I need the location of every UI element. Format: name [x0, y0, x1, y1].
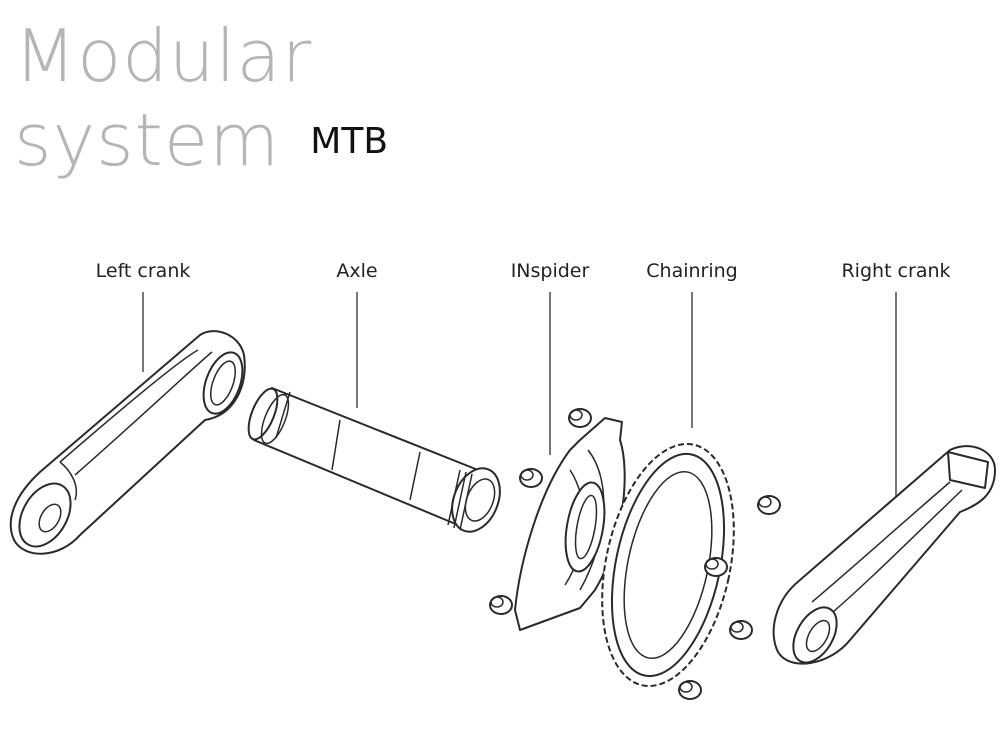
title-tag: MTB — [310, 121, 389, 162]
diagram-title: Modular system MTB — [14, 14, 388, 184]
bolt — [729, 620, 753, 640]
bolts — [489, 408, 781, 700]
bolt — [489, 595, 513, 615]
left-crank-illustration — [9, 330, 246, 555]
label-left-crank: Left crank — [95, 260, 191, 282]
bolt — [568, 408, 592, 428]
title-line-1: Modular — [14, 14, 313, 98]
bolt — [757, 495, 781, 515]
chainring-illustration — [601, 442, 735, 688]
right-crank-illustration — [772, 445, 996, 665]
inspider-illustration — [514, 417, 626, 631]
title-line-2: system — [14, 98, 281, 182]
label-chainring: Chainring — [646, 260, 738, 282]
label-inspider: INspider — [510, 260, 590, 282]
bolt — [519, 468, 543, 488]
leader-lines — [142, 292, 897, 500]
label-axle: Axle — [336, 260, 378, 282]
axle-illustration — [247, 387, 501, 533]
label-right-crank: Right crank — [841, 260, 951, 282]
bolt — [704, 557, 728, 577]
bolt — [678, 680, 702, 700]
